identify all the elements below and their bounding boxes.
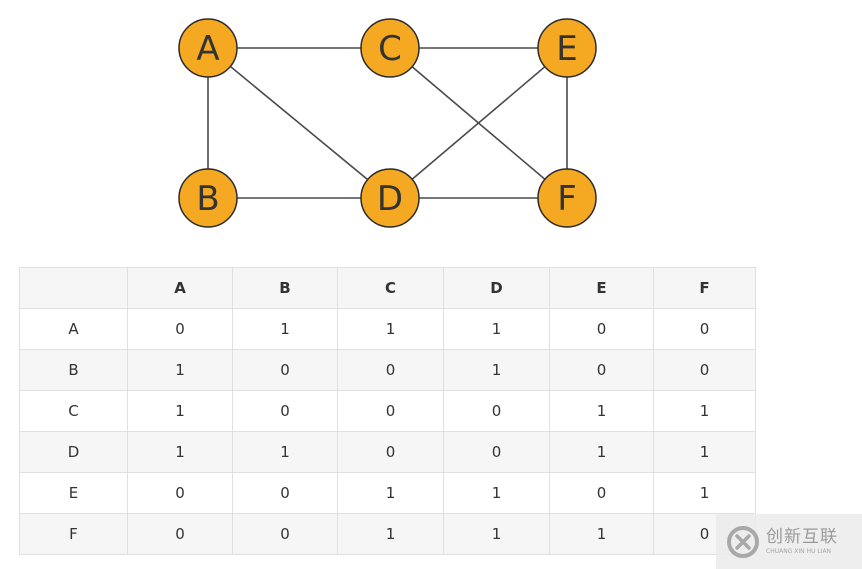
graph-node-label: A bbox=[196, 29, 219, 69]
matrix-row-label: A bbox=[19, 308, 128, 350]
matrix-cell: 0 bbox=[549, 308, 654, 350]
chuangxin-logo-icon bbox=[727, 525, 759, 558]
graph-node-a: A bbox=[178, 18, 238, 78]
matrix-row: A 0 1 1 1 0 0 bbox=[19, 308, 756, 350]
graph-node-circle bbox=[178, 18, 238, 78]
matrix-cell: 1 bbox=[549, 513, 654, 555]
matrix-cell: 1 bbox=[232, 308, 338, 350]
matrix-cell: 0 bbox=[232, 472, 338, 514]
graph-node-circle bbox=[360, 18, 420, 78]
graph-edge-d-e bbox=[389, 47, 568, 199]
matrix-cell: 0 bbox=[549, 349, 654, 391]
matrix-row-label: E bbox=[19, 472, 128, 514]
matrix-cell: 1 bbox=[337, 308, 444, 350]
graph-node-c: C bbox=[360, 18, 420, 78]
matrix-cell: 1 bbox=[653, 431, 756, 473]
graph-node-f: F bbox=[537, 168, 597, 228]
matrix-cell: 0 bbox=[232, 390, 338, 432]
matrix-cell: 1 bbox=[337, 472, 444, 514]
matrix-column-header: D bbox=[443, 267, 550, 309]
matrix-cell: 1 bbox=[337, 513, 444, 555]
matrix-cell: 1 bbox=[443, 308, 550, 350]
matrix-cell: 0 bbox=[232, 349, 338, 391]
matrix-row: D 1 1 0 0 1 1 bbox=[19, 431, 756, 473]
matrix-cell: 1 bbox=[127, 431, 233, 473]
graph-node-label: B bbox=[196, 179, 219, 219]
matrix-column-header: A bbox=[127, 267, 233, 309]
matrix-column-header: F bbox=[653, 267, 756, 309]
graph-node-b: B bbox=[178, 168, 238, 228]
matrix-header-row: A B C D E F bbox=[19, 267, 756, 309]
matrix-corner-cell bbox=[19, 267, 128, 309]
watermark-badge: 创新互联 CHUANG XIN HU LIAN bbox=[716, 514, 862, 569]
matrix-cell: 0 bbox=[127, 308, 233, 350]
matrix-row-label: D bbox=[19, 431, 128, 473]
graph-edge-a-d bbox=[207, 47, 391, 199]
graph-node-e: E bbox=[537, 18, 597, 78]
matrix-column-header: B bbox=[232, 267, 338, 309]
matrix-cell: 1 bbox=[443, 349, 550, 391]
graph-node-label: F bbox=[557, 179, 577, 219]
watermark-title: 创新互联 bbox=[766, 526, 838, 547]
graph-node-circle bbox=[537, 168, 597, 228]
matrix-cell: 0 bbox=[127, 513, 233, 555]
matrix-row: C 1 0 0 0 1 1 bbox=[19, 390, 756, 432]
matrix-cell: 1 bbox=[549, 431, 654, 473]
matrix-cell: 1 bbox=[127, 349, 233, 391]
matrix-row-label: F bbox=[19, 513, 128, 555]
matrix-cell: 0 bbox=[549, 472, 654, 514]
graph-node-label: D bbox=[377, 179, 403, 219]
graph-node-d: D bbox=[360, 168, 420, 228]
watermark-text: 创新互联 CHUANG XIN HU LIAN bbox=[766, 526, 838, 555]
graph-node-circle bbox=[178, 168, 238, 228]
matrix-cell: 1 bbox=[443, 513, 550, 555]
matrix-row-label: B bbox=[19, 349, 128, 391]
matrix-cell: 0 bbox=[653, 308, 756, 350]
matrix-cell: 0 bbox=[653, 349, 756, 391]
matrix-row: B 1 0 0 1 0 0 bbox=[19, 349, 756, 391]
matrix-row-label: C bbox=[19, 390, 128, 432]
matrix-cell: 0 bbox=[443, 431, 550, 473]
matrix-cell: 0 bbox=[337, 349, 444, 391]
graph-node-circle bbox=[360, 168, 420, 228]
watermark-subtitle: CHUANG XIN HU LIAN bbox=[766, 547, 832, 555]
graph-nodes: A B C D E F bbox=[178, 18, 597, 228]
matrix-row: E 0 0 1 1 0 1 bbox=[19, 472, 756, 514]
matrix-row: F 0 0 1 1 1 0 bbox=[19, 513, 756, 555]
matrix-column-header: C bbox=[337, 267, 444, 309]
graph-node-label: C bbox=[378, 29, 402, 69]
graph-node-label: E bbox=[556, 29, 577, 69]
graph-node-circle bbox=[537, 18, 597, 78]
matrix-cell: 1 bbox=[653, 472, 756, 514]
matrix-cell: 1 bbox=[653, 390, 756, 432]
matrix-cell: 0 bbox=[337, 390, 444, 432]
matrix-cell: 0 bbox=[443, 390, 550, 432]
matrix-cell: 0 bbox=[232, 513, 338, 555]
matrix-cell: 1 bbox=[443, 472, 550, 514]
matrix-cell: 0 bbox=[337, 431, 444, 473]
graph-diagram: A B C D E F bbox=[178, 18, 597, 228]
matrix-cell: 1 bbox=[127, 390, 233, 432]
adjacency-matrix-table: A B C D E F A 0 1 1 1 0 0 B 1 0 0 1 0 0 … bbox=[19, 267, 756, 555]
matrix-cell: 0 bbox=[127, 472, 233, 514]
matrix-cell: 1 bbox=[232, 431, 338, 473]
matrix-cell: 1 bbox=[549, 390, 654, 432]
matrix-column-header: E bbox=[549, 267, 654, 309]
